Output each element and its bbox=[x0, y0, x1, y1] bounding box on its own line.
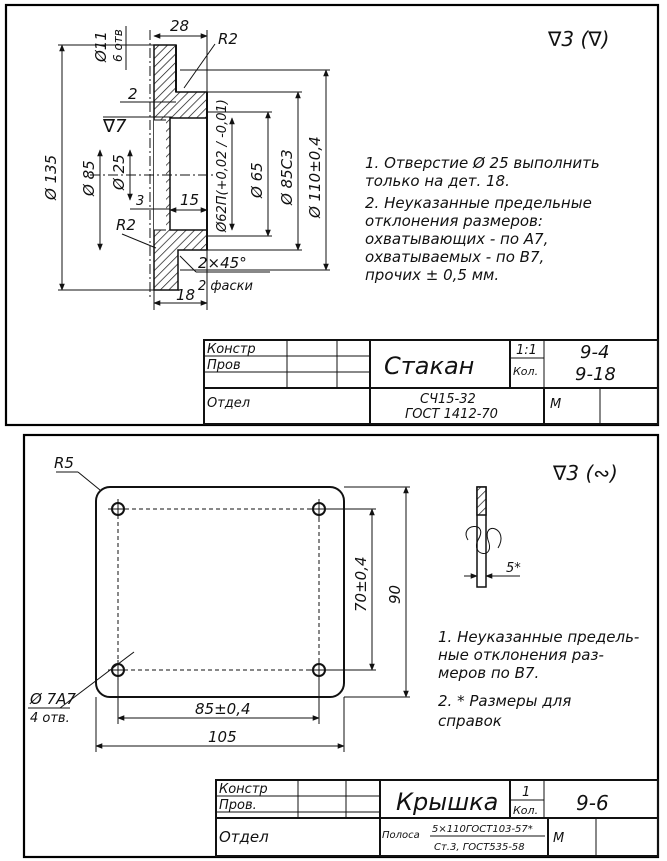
tb2-mark: М bbox=[553, 831, 564, 846]
tb1-title: Стакан bbox=[384, 352, 474, 380]
tb2-otdel: Отдел bbox=[219, 828, 269, 846]
note-1-line-7: прочих ± 0,5 мм. bbox=[365, 266, 499, 284]
part-section bbox=[90, 30, 215, 300]
drawing-1-stakan: ∇3 (∇) 28 R2 Ø11 bbox=[4, 3, 660, 427]
tb1-prov: Пров bbox=[207, 358, 241, 373]
dim-r2-top: R2 bbox=[218, 30, 238, 48]
dim-d25: Ø 25 bbox=[110, 154, 128, 191]
notes-1: 1. Отверстие Ø 25 выполнить только на де… bbox=[365, 154, 600, 284]
tb2-material-prefix: Полоса bbox=[382, 830, 420, 841]
title-block-2: Констр Пров. Отдел Крышка 1 Кол. Полоса … bbox=[215, 779, 659, 857]
surface-mark-2: ∇3 (∾) bbox=[552, 461, 618, 485]
dim-d85: Ø 85 bbox=[80, 160, 98, 197]
dim-85: 85±0,4 bbox=[195, 700, 251, 718]
tb2-material-1: 5×110ГОСТ103-57* bbox=[432, 824, 533, 835]
tb1-mark: М bbox=[550, 397, 561, 412]
tb2-prov: Пров. bbox=[219, 798, 257, 813]
note-1-line-5: охватывающих - по А7, bbox=[365, 230, 548, 248]
dim-28: 28 bbox=[170, 17, 189, 35]
note-1-line-4: отклонения размеров: bbox=[365, 212, 543, 230]
note-1-line-3: 2. Неуказанные предельные bbox=[365, 194, 592, 212]
tb2-qty: Кол. bbox=[513, 804, 538, 817]
note-2-line-2: ные отклонения раз- bbox=[438, 646, 604, 664]
note-2-line-4: 2. * Размеры для bbox=[438, 692, 571, 710]
dim-d135: Ø 135 bbox=[42, 155, 60, 201]
note-2-line-3: меров по В7. bbox=[438, 664, 539, 682]
dim-hole-count-2: 4 отв. bbox=[30, 711, 70, 726]
tb1-qty: Кол. bbox=[513, 365, 538, 378]
tb1-number-1: 9-4 bbox=[580, 342, 609, 363]
dim-90: 90 bbox=[386, 585, 404, 604]
drawing-1-frame bbox=[4, 3, 660, 427]
dimensions-1: 28 R2 Ø11 6 отв 2 ∇7 Ø 135 Ø 85 Ø bbox=[42, 17, 330, 310]
roughness-7: ∇7 bbox=[102, 116, 127, 137]
tb1-material-2: ГОСТ 1412-70 bbox=[405, 407, 498, 422]
dim-2: 2 bbox=[128, 85, 138, 103]
dim-3: 3 bbox=[136, 194, 144, 209]
tb1-scale: 1:1 bbox=[516, 343, 537, 358]
dim-18: 18 bbox=[176, 286, 195, 304]
tb1-number-2: 9-18 bbox=[575, 364, 616, 385]
title-block-1: Констр Пров Отдел Стакан 1:1 Кол. СЧ15-3… bbox=[203, 339, 659, 425]
dim-d110: Ø 110±0,4 bbox=[306, 136, 324, 219]
tb1-konstr: Констр bbox=[207, 342, 256, 357]
dim-r2-bottom: R2 bbox=[116, 216, 136, 234]
dim-d62: Ø62П(+0,02 / -0,01) bbox=[215, 99, 230, 233]
dim-d85c3: Ø 85С3 bbox=[278, 149, 296, 206]
notes-2: 1. Неуказанные предель- ные отклонения р… bbox=[438, 628, 639, 730]
note-1-line-2: только на дет. 18. bbox=[365, 172, 510, 190]
dim-d65: Ø 65 bbox=[248, 162, 266, 199]
note-2-line-1: 1. Неуказанные предель- bbox=[438, 628, 639, 646]
dim-hole-dia-2: Ø 7А7 bbox=[29, 690, 76, 708]
note-1-line-6: охватываемых - по В7, bbox=[365, 248, 544, 266]
tb2-material-2: Ст.3, ГОСТ535-58 bbox=[434, 842, 525, 853]
dim-chamfer-note: 2 фаски bbox=[198, 279, 253, 294]
dim-hole-dia: Ø11 bbox=[92, 31, 110, 63]
note-1-line-1: 1. Отверстие Ø 25 выполнить bbox=[365, 154, 600, 172]
dim-70: 70±0,4 bbox=[352, 556, 370, 612]
drawing-2-kryshka: ∇3 (∾) R5 70±0,4 bbox=[22, 433, 660, 859]
tb2-number: 9-6 bbox=[576, 791, 609, 815]
tb2-title: Крышка bbox=[396, 788, 498, 816]
note-2-line-5: справок bbox=[438, 712, 502, 730]
dim-chamfer: 2×45° bbox=[198, 254, 247, 272]
side-view: 5* bbox=[464, 486, 521, 588]
dim-15: 15 bbox=[180, 191, 199, 209]
dim-hole-count: 6 отв bbox=[111, 29, 125, 62]
tb1-material-1: СЧ15-32 bbox=[420, 392, 476, 407]
dim-r5: R5 bbox=[54, 454, 74, 472]
tb1-otdel: Отдел bbox=[207, 396, 250, 411]
surface-mark-1: ∇3 (∇) bbox=[547, 27, 609, 51]
tb2-konstr: Констр bbox=[219, 782, 268, 797]
dimensions-2: R5 70±0,4 90 Ø 7А7 4 отв. 85±0,4 bbox=[28, 454, 410, 752]
dim-thickness: 5* bbox=[506, 561, 521, 576]
tb2-scale: 1 bbox=[522, 785, 530, 800]
plate-view bbox=[95, 486, 345, 698]
dim-105: 105 bbox=[208, 728, 237, 746]
